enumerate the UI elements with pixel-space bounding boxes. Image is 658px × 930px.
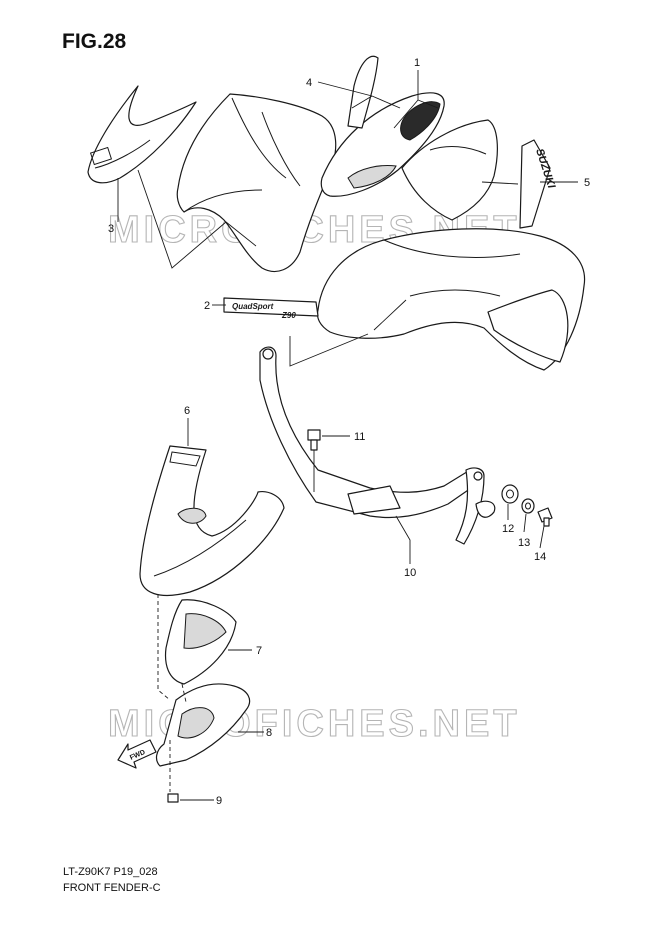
- figure-name: FRONT FENDER-C: [63, 882, 161, 894]
- callout-8: 8: [266, 727, 272, 739]
- part-12-collar[interactable]: [501, 484, 519, 504]
- part-8-lower-bracket[interactable]: [155, 683, 251, 767]
- model-code: LT-Z90K7 P19_028: [63, 866, 158, 878]
- callout-14: 14: [534, 551, 546, 563]
- front-fender[interactable]: [316, 228, 586, 371]
- fwd-arrow-icon: FWD: [117, 739, 157, 769]
- decal-quadsport-text: QuadSport: [232, 302, 274, 311]
- upper-cowl-section[interactable]: [401, 119, 498, 221]
- figure-title: FIG.28: [62, 30, 127, 53]
- part-5-suzuki-decal[interactable]: SUZUKI: [519, 139, 558, 229]
- callout-7: 7: [256, 645, 262, 657]
- callout-10: 10: [404, 567, 416, 579]
- part-11-bolt[interactable]: [307, 429, 321, 451]
- callout-3: 3: [108, 223, 114, 235]
- part-10-bumper-frame[interactable]: [259, 346, 496, 545]
- callout-13: 13: [518, 537, 530, 549]
- part-14-bolt[interactable]: [537, 507, 553, 527]
- callout-5: 5: [584, 177, 590, 189]
- part-3-side-panel[interactable]: [87, 85, 197, 184]
- callout-11: 11: [354, 431, 365, 443]
- callout-12: 12: [502, 523, 514, 535]
- part-7-grille[interactable]: [164, 599, 237, 685]
- callout-6: 6: [184, 405, 190, 417]
- callout-4: 4: [306, 77, 312, 89]
- part-1-headlight-cowl[interactable]: [320, 92, 445, 197]
- callout-2: 2: [204, 300, 210, 312]
- front-body-shroud[interactable]: [176, 93, 337, 273]
- part-13-washer[interactable]: [521, 498, 535, 514]
- part-4-bracket[interactable]: [347, 55, 379, 129]
- callout-1: 1: [414, 57, 420, 69]
- part-9-screw[interactable]: [167, 793, 179, 803]
- part-2-quadsport-decal[interactable]: QuadSport Z90: [223, 297, 319, 320]
- part-6-lower-cover[interactable]: [139, 445, 285, 596]
- decal-z90-text: Z90: [281, 311, 296, 320]
- leader-lines: [117, 70, 578, 801]
- callout-9: 9: [216, 795, 222, 807]
